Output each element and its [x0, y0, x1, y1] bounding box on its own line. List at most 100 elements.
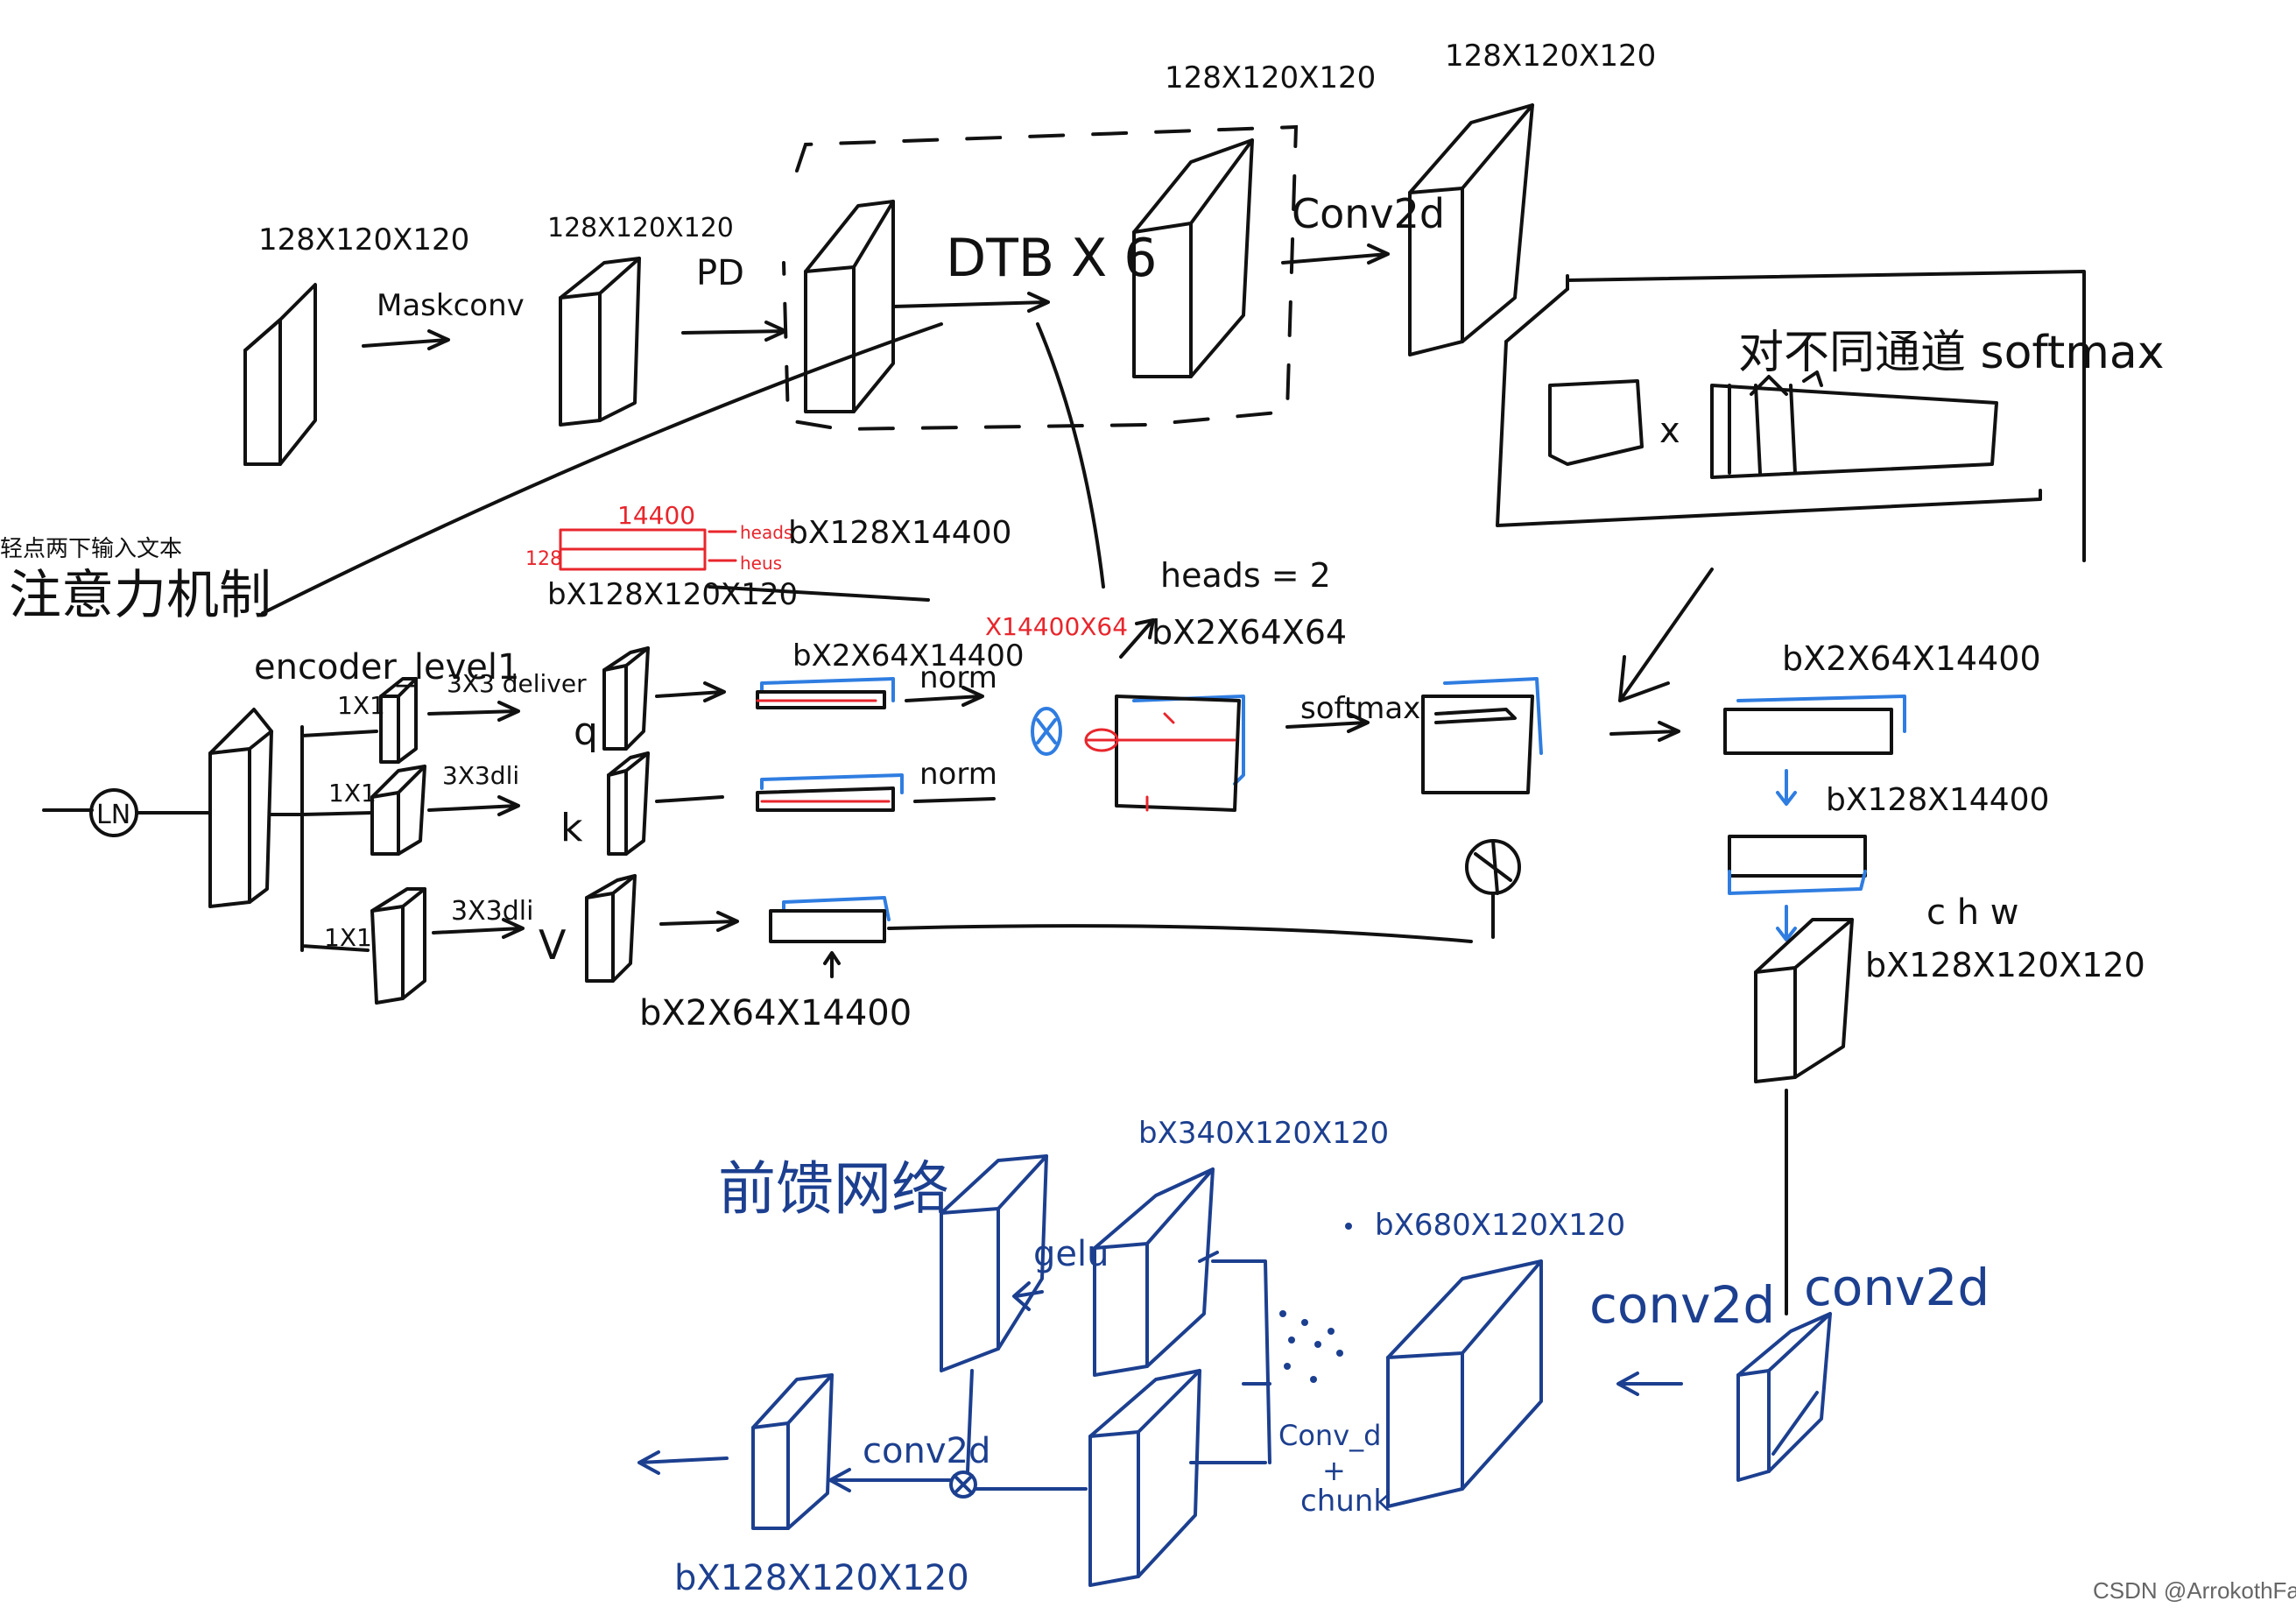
qk-multiply-node — [1031, 707, 1062, 756]
pd-label: PD — [696, 253, 744, 293]
dw-arrow-v — [432, 918, 525, 939]
reshape-down-arrow-2 — [1776, 905, 1797, 942]
dim-b128-120-120-r: bX128X120X120 — [1865, 946, 2145, 984]
k-flat-matrix — [756, 773, 904, 812]
input-feature-cube — [243, 283, 317, 466]
dw-arrow-q — [427, 701, 520, 722]
dim-b128-14400: bX128X14400 — [788, 515, 1011, 551]
conv1x1-a: 1X1 — [337, 691, 385, 720]
maskconv-label: Maskconv — [377, 288, 525, 323]
encoder-label: encoder_level1 — [254, 647, 519, 688]
reshape-underline — [708, 585, 930, 602]
attention-label: 注意力机制 — [9, 565, 271, 626]
conv2d-r1: conv2d — [1589, 1275, 1775, 1335]
dim-q: bX2X64X14400 — [792, 638, 1025, 674]
red-heus: heus — [740, 553, 782, 574]
gelu-arrow — [1012, 1281, 1044, 1311]
q-flat-matrix — [756, 677, 895, 709]
top-dim-2: 128X120X120 — [547, 213, 734, 243]
dtb-label: DTB X 6 — [946, 228, 1157, 289]
gelu-branch-cube — [1093, 1167, 1215, 1377]
norm-q: norm — [919, 660, 997, 695]
dim-b340: bX340X120X120 — [1138, 1116, 1389, 1151]
attention-matrix — [1084, 695, 1245, 812]
heads-pointer — [1119, 618, 1155, 659]
v-label: V — [539, 921, 567, 969]
v-to-product-line — [887, 924, 1473, 943]
av-multiply-cross — [1474, 839, 1512, 895]
q-cube — [602, 646, 650, 751]
watermark: CSDN @ArrokothFaraway — [2093, 1577, 2296, 1604]
gelu-label: gelu — [1033, 1234, 1109, 1274]
red-14400: 14400 — [617, 501, 695, 530]
k-norm-arrow — [913, 797, 996, 803]
encoder-input-cube — [208, 708, 273, 908]
dim-b128-14400-r: bX128X14400 — [1826, 782, 2049, 818]
ffn-input-cube — [1736, 1312, 1832, 1482]
softmax-arrow — [1285, 712, 1370, 733]
conv2d-chunk-1: Conv_d — [1278, 1419, 1381, 1452]
chunk-bracket — [1189, 1251, 1271, 1464]
dw-a: 3X3 deliver — [447, 669, 587, 698]
dtb-arrow — [891, 292, 1050, 313]
ffn-title: 前馈网络 — [718, 1155, 949, 1223]
softmax-note: 对不同通道 softmax — [1738, 327, 2165, 379]
dtb-output-cube — [1132, 138, 1254, 378]
q-1x1-cube — [379, 677, 418, 764]
conv2d-out-label: conv2d — [863, 1431, 990, 1471]
reshape-annotation — [559, 528, 737, 571]
conv2d-right-arrow — [1616, 1372, 1683, 1396]
linear-branch-cube — [1088, 1369, 1201, 1587]
top-dim-4: 128X120X120 — [1445, 39, 1656, 74]
conv2d-top-label: Conv2d — [1292, 190, 1445, 237]
dtb-dashed-box — [782, 124, 1299, 432]
callout-pointer — [1618, 568, 1714, 702]
gelu-output-cube — [940, 1154, 1048, 1372]
norm-k: norm — [919, 757, 997, 792]
dw-b: 3X3dli — [442, 761, 519, 790]
dim-out: bX128X120X120 — [674, 1558, 969, 1598]
result-arrow — [1609, 721, 1680, 742]
dim-b2-64-14400-r: bX2X64X14400 — [1782, 639, 2041, 678]
softmax-label: softmax — [1300, 691, 1420, 726]
conv2d-out-arrow — [828, 1468, 952, 1492]
red-heads: heads — [740, 522, 792, 543]
top-dim-1: 128X120X120 — [258, 222, 469, 257]
conv1x1-c: 1X1 — [324, 923, 372, 952]
softmax-callout-box-top — [1504, 287, 1569, 343]
result-matrix — [1723, 695, 1906, 755]
dim-v: bX2X64X14400 — [639, 993, 912, 1033]
top-dim-3: 128X120X120 — [1165, 60, 1376, 95]
ffn-multiply-cross — [953, 1474, 974, 1495]
reshape-down-arrow-1 — [1776, 769, 1797, 806]
ln-label: LN — [96, 800, 130, 830]
q-label: q — [574, 709, 598, 754]
qk-multiply-cross — [1036, 718, 1057, 744]
final-output-arrow — [637, 1450, 729, 1475]
v-flatten-arrow — [659, 911, 739, 932]
k-1x1-cube — [370, 765, 426, 856]
dw-arrow-k — [427, 795, 520, 816]
softmax-callout-box — [1496, 270, 2086, 562]
callout-matrix-b — [1710, 370, 1998, 479]
pd-output-cube — [804, 200, 895, 413]
chw-label: c h w — [1926, 892, 2019, 933]
dim-b128-120-120: bX128X120X120 — [547, 577, 798, 612]
v-dim-pointer — [823, 951, 841, 978]
hint-text: 轻点两下输入文本 — [0, 535, 182, 561]
branch-lines — [270, 725, 378, 952]
v-1x1-cube — [370, 887, 426, 1005]
dim-b680: bX680X120X120 — [1375, 1208, 1625, 1243]
heads-label: heads = 2 — [1160, 556, 1331, 595]
pd-arrow — [681, 321, 787, 342]
v-cube — [585, 874, 637, 983]
q-norm-arrow — [905, 686, 984, 707]
chunk-label: chunk — [1300, 1484, 1391, 1519]
chunk-plus: + — [1322, 1454, 1346, 1487]
k-cube — [607, 751, 650, 856]
conv2d-r2: conv2d — [1804, 1258, 1990, 1317]
chunk-dots — [1279, 1223, 1352, 1383]
reshaped-matrix — [1728, 835, 1867, 895]
k-flatten-arrow — [655, 795, 724, 803]
